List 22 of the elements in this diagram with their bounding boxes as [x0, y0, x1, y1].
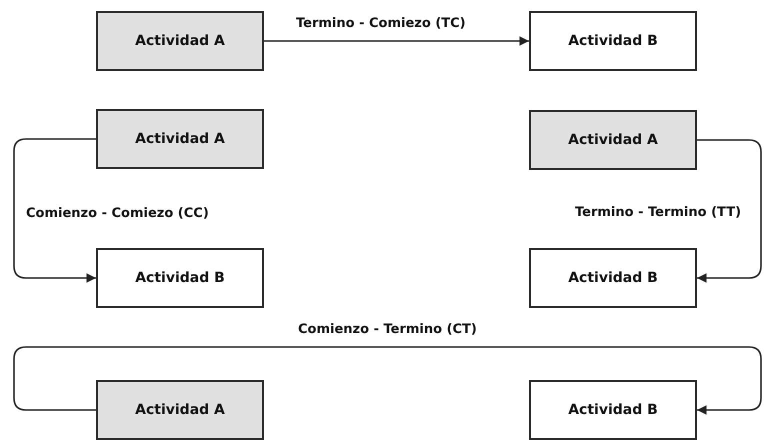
edge-label: Comienzo - Comiezo (CC): [24, 206, 211, 222]
activity-box: [529, 248, 697, 308]
arrow: [264, 36, 529, 46]
activity-box: [96, 380, 264, 440]
activity-name: Actividad B: [568, 270, 658, 286]
activity-name: Actividad A: [135, 402, 225, 418]
arrow: [13, 138, 96, 283]
arrow: [13, 346, 762, 415]
activity-name: Actividad B: [568, 33, 658, 49]
activity-name: Actividad A: [568, 132, 658, 148]
activity-box: [96, 11, 264, 71]
activity-name: Actividad A: [135, 33, 225, 49]
activity-name: Actividad B: [568, 402, 658, 418]
activity-box: [529, 11, 697, 71]
activity-name: Actividad A: [135, 131, 225, 147]
activity-box: [529, 380, 697, 440]
activity-box: [96, 248, 264, 308]
activity-name: Actividad B: [135, 270, 225, 286]
activity-box: [529, 110, 697, 170]
arrow: [697, 139, 762, 283]
activity-box: [96, 109, 264, 169]
edge-label: Comienzo - Termino (CT): [296, 322, 479, 338]
